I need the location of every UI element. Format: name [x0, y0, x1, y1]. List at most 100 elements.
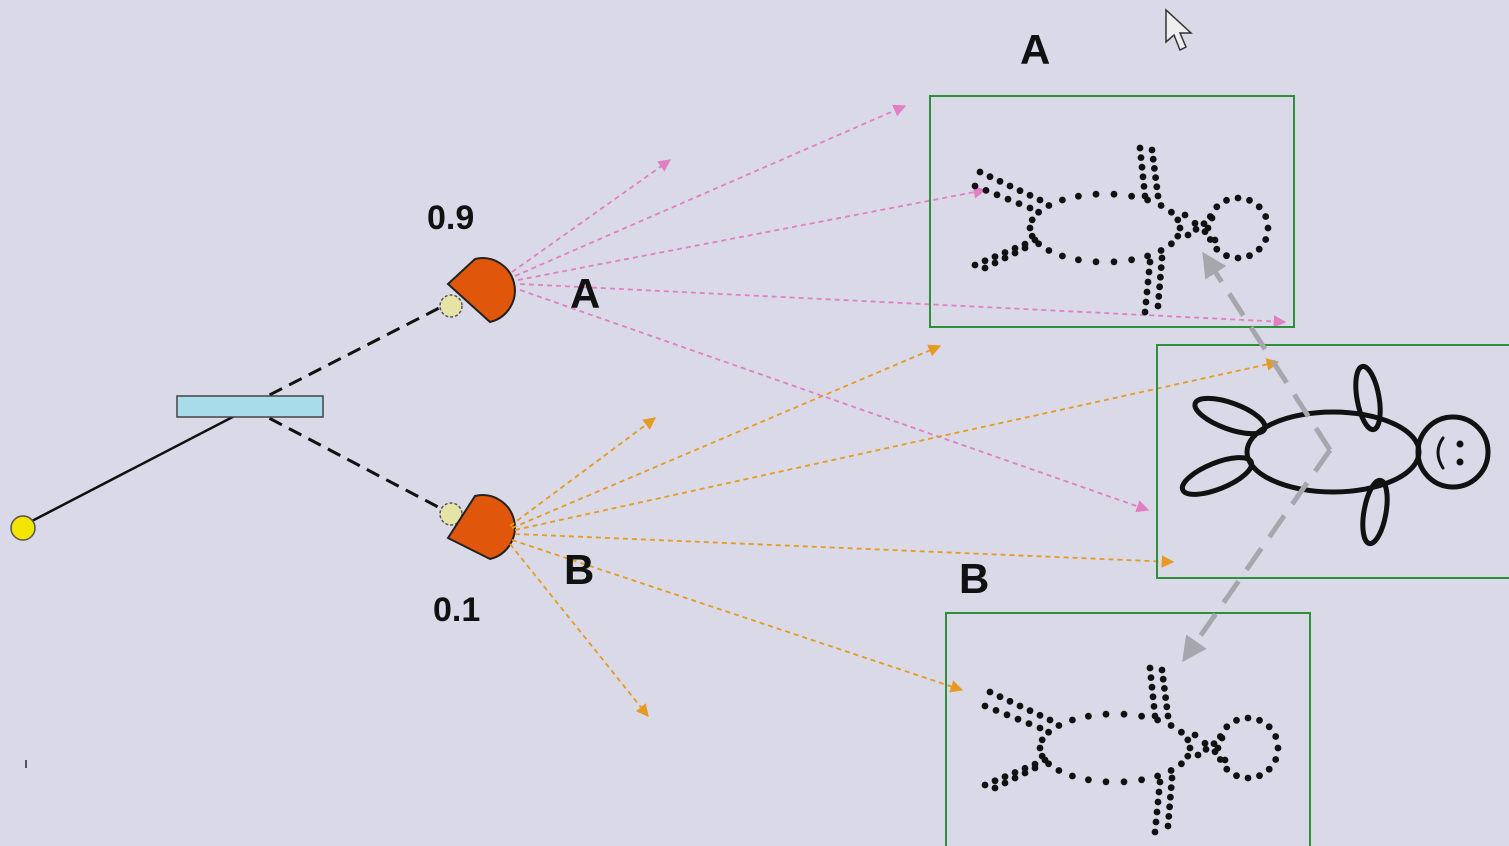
mouse-cursor-icon: [1165, 8, 1193, 52]
figure-dot: [1059, 252, 1066, 260]
figure-dot: [1069, 716, 1076, 724]
figure-dot: [1001, 249, 1009, 256]
figure-dot: [1045, 728, 1052, 736]
figure-dot: [981, 264, 989, 272]
detector-bottom: [439, 494, 516, 561]
figure-dot: [1255, 245, 1263, 253]
figure-dot: [1075, 192, 1082, 200]
figure-dot: [1255, 203, 1263, 211]
detector-top-probability: 0.9: [427, 199, 474, 237]
figure-dot: [986, 688, 994, 696]
figure-dot: [1262, 236, 1270, 243]
figure-dot: [1153, 808, 1161, 816]
figure-dot: [1157, 247, 1165, 254]
figure-dot: [1213, 245, 1221, 253]
screen-frame-middle: [1156, 344, 1509, 579]
ray-a: [517, 185, 987, 281]
figure-dot: [1001, 773, 1009, 781]
figure-dot: [1161, 685, 1168, 692]
figure-dot: [1184, 752, 1192, 760]
figure-dot: [1141, 308, 1149, 316]
path-label-a: A: [570, 270, 600, 317]
figure-dot: [1265, 765, 1273, 773]
figure-dot: [1046, 716, 1054, 724]
figure-dot: [1036, 724, 1044, 732]
figure-dot: [1139, 173, 1147, 181]
figure-dot: [1223, 252, 1230, 260]
figure-dot: [1234, 254, 1242, 262]
figure-dot: [993, 191, 1001, 199]
figure-dot: [1004, 195, 1012, 203]
figure-dot: [1150, 703, 1158, 710]
figure-dot: [1092, 258, 1100, 266]
figure-dot: [1262, 213, 1270, 220]
figure-dot: [991, 777, 999, 785]
figure-dot: [1168, 208, 1175, 216]
figure-dot: [1184, 231, 1192, 239]
figure-dot: [1021, 769, 1029, 777]
path-label-b: B: [564, 546, 594, 593]
detector-lens-icon: [439, 294, 463, 318]
figure-dot: [1145, 268, 1153, 276]
figure-dot: [1011, 774, 1019, 782]
ray-b: [514, 533, 1175, 568]
figure-dot: [1223, 723, 1231, 731]
figure-dot: [1146, 258, 1154, 266]
figure-dot: [1158, 666, 1166, 674]
figure-dot: [1026, 707, 1034, 715]
figure-dot: [1036, 711, 1044, 719]
figure-dot: [1144, 278, 1152, 286]
ray-b: [509, 543, 649, 717]
figure-dot: [1011, 244, 1019, 252]
figure-dot: [1003, 711, 1011, 719]
figure-dot: [1157, 273, 1164, 281]
figure-dot: [1006, 697, 1014, 705]
figure-dot: [1021, 764, 1029, 772]
figure-dot: [1069, 772, 1076, 780]
figure-dot: [981, 781, 989, 789]
dotted-figure-icon: [971, 144, 1272, 316]
figure-dot: [1059, 196, 1066, 204]
figure-dot: [1102, 710, 1110, 718]
figure-dot: [1234, 194, 1242, 202]
figure-dot: [1085, 776, 1092, 784]
figure-dot: [1128, 192, 1135, 200]
figure-dot: [1221, 756, 1229, 764]
figure-dot: [1158, 254, 1166, 262]
figure-dot: [1031, 236, 1039, 244]
figure-dot: [1055, 722, 1063, 729]
light-source-icon: [10, 515, 36, 541]
figure-dot: [1128, 256, 1135, 264]
figure-dot: [1026, 204, 1034, 212]
dotted-figure-icon: [981, 664, 1282, 836]
figure-dot: [986, 173, 994, 181]
ray-b: [509, 417, 657, 527]
rays-a: [511, 104, 1287, 513]
figure-dot: [1208, 214, 1216, 222]
figure-dot: [982, 187, 990, 194]
figure-dot: [1184, 736, 1192, 744]
figure-dot: [1223, 765, 1231, 773]
figure-dot: [981, 257, 989, 265]
figure-dot: [1015, 200, 1023, 208]
figure-dot: [1014, 715, 1022, 723]
figure-dot: [1028, 216, 1036, 224]
figure-dot: [1274, 744, 1282, 752]
figure-dot: [1120, 710, 1128, 718]
detector-bottom-probability: 0.1: [433, 591, 480, 629]
figure-dot: [1036, 744, 1044, 752]
figure-dot: [1155, 293, 1163, 300]
figure-dot: [1031, 764, 1039, 772]
screen-label-b: B: [959, 555, 989, 602]
figure-dot: [1166, 803, 1173, 811]
figure-dot: [1202, 745, 1210, 753]
figure-dot: [1152, 818, 1160, 826]
path-to-top-detector: [249, 303, 446, 407]
figure-dot: [1168, 240, 1175, 248]
figure-dot: [1265, 723, 1273, 731]
figure-dot: [976, 168, 984, 176]
figure-dot: [1041, 756, 1049, 764]
figure-dot: [1167, 793, 1174, 801]
figure-dot: [1035, 208, 1042, 216]
